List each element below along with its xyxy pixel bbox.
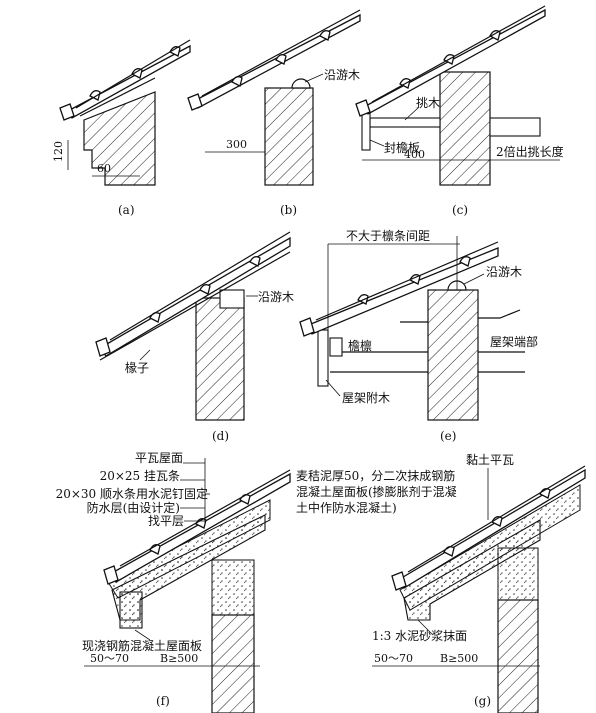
label-slab-f: 现浇钢筋混凝土屋面板 — [82, 638, 202, 653]
wall-d — [195, 297, 245, 421]
dim-120-label: 120 — [52, 141, 65, 162]
caption-b: (b) — [280, 203, 297, 217]
caption-c: (c) — [452, 203, 468, 217]
panel-b: 沿游木 300 (b) — [187, 9, 361, 217]
caption-f: (f) — [156, 694, 170, 708]
slab-upper-f — [107, 499, 271, 599]
label-rafter-d: 椽子 — [125, 361, 149, 375]
note-line-3-g: 土中作防水混凝土) — [296, 500, 397, 515]
panel-f: 平瓦屋面 20×25 挂瓦条 20×30 顺水条用水泥钉固定 防水层(由设计定)… — [56, 451, 291, 713]
layer-leveling: 找平层 — [148, 514, 184, 528]
roof-tiles-g — [391, 465, 586, 591]
panel-c: 挑木 封檐板 400 2倍出挑长度 (c) — [355, 5, 564, 217]
roof-tiles-c — [355, 5, 546, 117]
purlin-b — [291, 78, 311, 89]
wall-g — [497, 599, 539, 713]
dim-300-label: 300 — [226, 138, 247, 151]
rafter-d — [99, 251, 291, 361]
truss-attach-e — [317, 329, 329, 387]
layer-tile-roof: 平瓦屋面 — [135, 451, 183, 465]
layer-waterproof: 防水层(由设计定) — [87, 500, 180, 515]
wall-f — [211, 614, 255, 713]
roof-tiles-d — [95, 231, 291, 361]
label-cantilever-c: 挑木 — [416, 96, 440, 110]
wall-a — [83, 91, 156, 186]
label-tile-g: 黏土平瓦 — [466, 453, 514, 467]
fascia-board-c — [361, 111, 371, 151]
label-truss-end-e: 屋架端部 — [490, 334, 538, 349]
dim-5070-f: 50～70 — [90, 652, 129, 665]
label-purlin-e: 沿游木 — [486, 265, 522, 279]
wall-c — [439, 71, 491, 186]
concrete-slab-g — [403, 519, 541, 621]
label-purlin-b: 沿游木 — [324, 68, 360, 82]
caption-e: (e) — [440, 429, 456, 443]
roof-tiles-b — [187, 9, 361, 111]
label-fascia-c: 封檐板 — [384, 141, 420, 155]
panel-d: 沿游木 椽子 (d) — [95, 231, 294, 443]
eave-purlin-e — [329, 337, 343, 357]
dim-400-label: 400 — [404, 148, 425, 161]
panel-a: 120 60 (a) — [52, 39, 191, 217]
label-double-length-c: 2倍出挑长度 — [496, 144, 564, 159]
dim-60-label: 60 — [97, 162, 111, 175]
label-truss-attach-e: 屋架附木 — [342, 391, 390, 405]
wall-e — [427, 289, 479, 421]
roof-tiles-a — [59, 39, 191, 121]
wall-b — [264, 87, 314, 186]
label-spacing-e: 不大于檩条间距 — [346, 228, 430, 243]
note-line-2-g: 混凝土屋面板(掺膨胀剂于混凝 — [296, 484, 457, 499]
panel-e: 不大于檩条间距 沿游木 檐檩 屋架端部 屋架附木 (e) — [299, 228, 538, 443]
cantilever-beam-c — [369, 117, 441, 128]
panel-g: 黏土平瓦 麦秸泥厚50，分二次抹成钢筋 混凝土屋面板(掺膨胀剂于混凝 土中作防水… — [296, 453, 586, 713]
label-eave-purlin-e: 檐檩 — [348, 338, 372, 353]
dim-b-f: B≥500 — [160, 652, 198, 665]
caption-g: (g) — [474, 694, 491, 708]
dim-b-g: B≥500 — [440, 652, 478, 665]
label-mortar-g: 1:3 水泥砂浆抹面 — [372, 628, 467, 643]
caption-a: (a) — [118, 203, 135, 217]
layer-counter-batten: 20×30 顺水条用水泥钉固定 — [56, 486, 208, 501]
purlin-d — [219, 289, 245, 309]
note-line-1-g: 麦秸泥厚50，分二次抹成钢筋 — [296, 468, 455, 483]
dim-5070-g: 50～70 — [374, 652, 413, 665]
layer-tile-batten: 20×25 挂瓦条 — [100, 469, 180, 483]
caption-d: (d) — [212, 429, 229, 443]
roof-tiles-e — [299, 241, 499, 337]
label-purlin-d: 沿游木 — [258, 290, 294, 304]
